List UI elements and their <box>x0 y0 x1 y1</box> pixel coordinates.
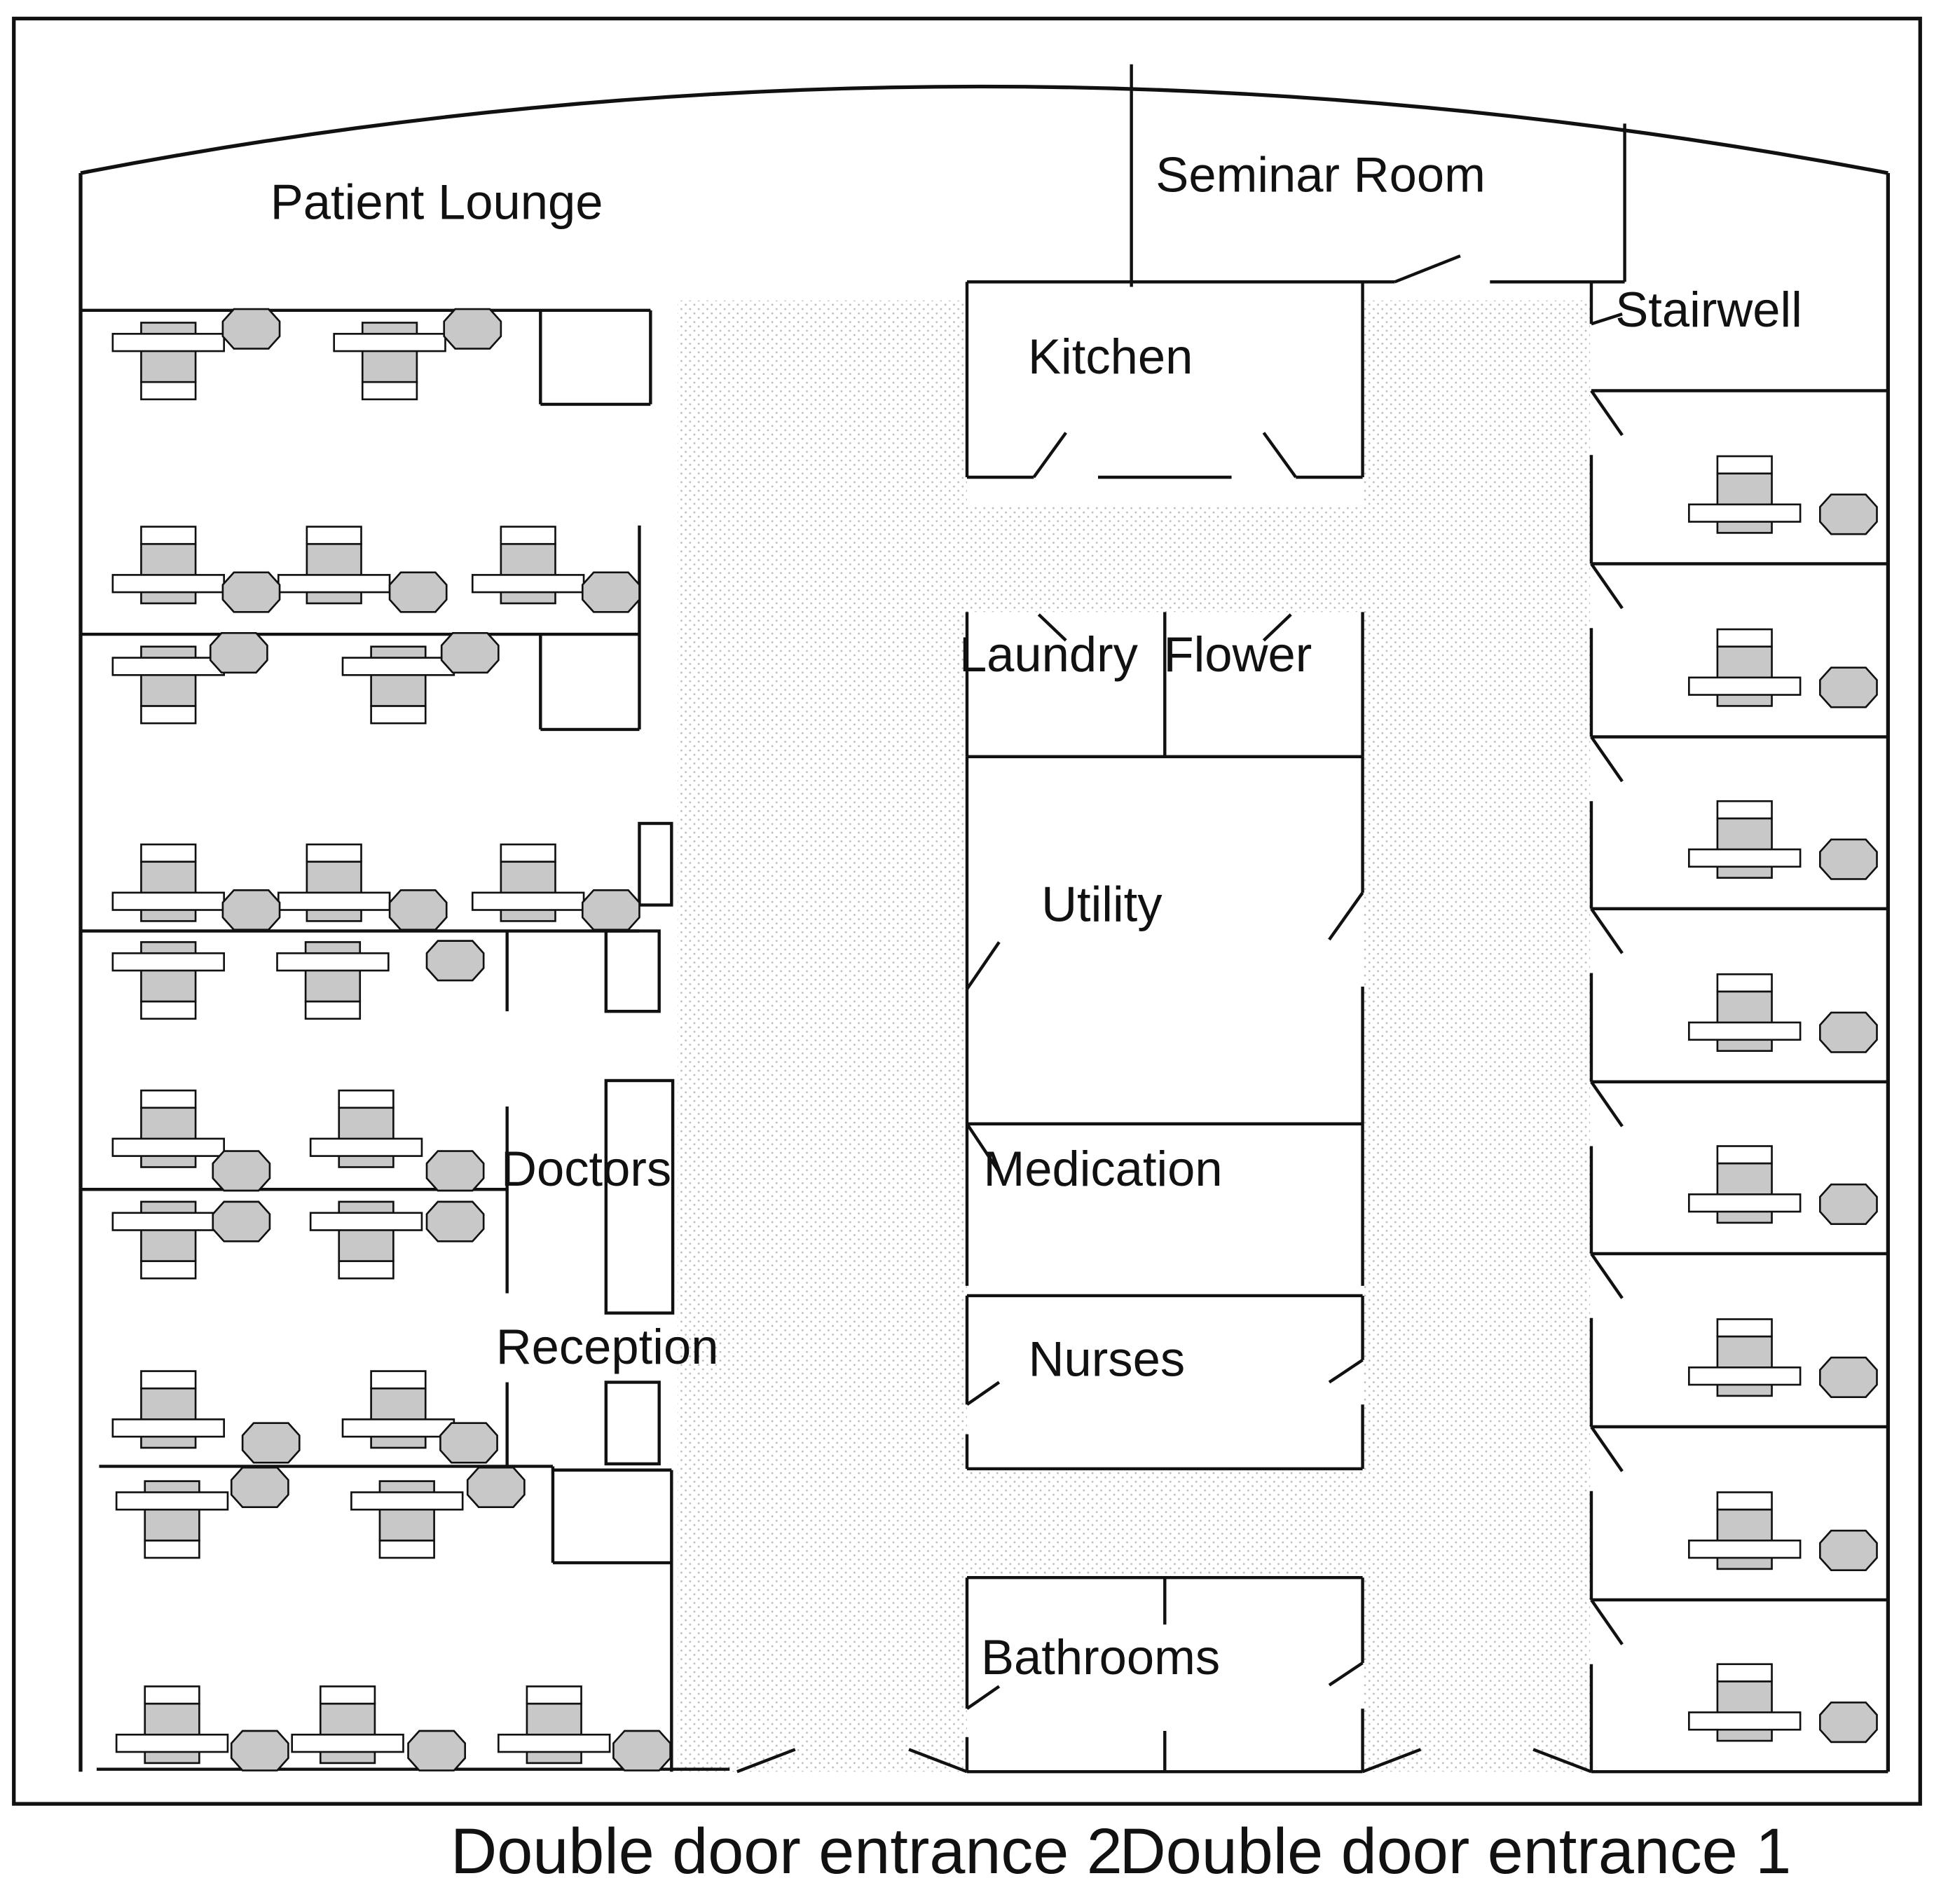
chair <box>1819 1011 1878 1053</box>
bed <box>1688 800 1802 879</box>
kitchen-room <box>965 282 1364 479</box>
chair <box>1819 493 1878 535</box>
chair <box>1819 1529 1878 1571</box>
bed <box>1688 1318 1802 1397</box>
bed <box>111 941 225 1020</box>
chair <box>440 631 500 674</box>
chair <box>425 1200 485 1242</box>
bed <box>1688 1145 1802 1224</box>
bed <box>111 1089 225 1168</box>
bed <box>309 1200 423 1280</box>
bed <box>350 1480 464 1559</box>
chairs-right <box>1819 493 1878 1744</box>
label-seminar-room: Seminar Room <box>1155 146 1486 202</box>
label-patient-lounge: Patient Lounge <box>270 174 603 229</box>
bed <box>111 1200 225 1280</box>
chair <box>1819 1183 1878 1225</box>
label-laundry: Laundry <box>959 626 1139 682</box>
bed <box>1688 1491 1802 1570</box>
chair <box>230 1466 289 1508</box>
bed <box>498 1685 611 1765</box>
label-stairwell: Stairwell <box>1615 282 1802 337</box>
chair <box>425 1150 485 1192</box>
chair <box>212 1200 271 1242</box>
chairs-left <box>209 308 671 1772</box>
bed <box>277 843 391 922</box>
chair <box>425 940 485 982</box>
label-doctors: Doctors <box>501 1141 671 1196</box>
bed <box>341 1370 455 1449</box>
left-ward-walls <box>81 308 730 1772</box>
chair <box>209 631 268 674</box>
label-flower: Flower <box>1164 626 1312 682</box>
label-entrance-1: Double door entrance 1 <box>1120 1816 1792 1887</box>
chair <box>581 889 640 931</box>
chair <box>388 571 448 613</box>
bed <box>291 1685 404 1765</box>
bed <box>115 1480 229 1559</box>
label-utility: Utility <box>1041 876 1163 931</box>
bed <box>111 1370 225 1449</box>
bed <box>111 843 225 922</box>
bed <box>341 645 455 725</box>
bed <box>471 526 585 605</box>
bed <box>277 526 391 605</box>
room-labels: Patient Lounge Seminar Room Stairwell Ki… <box>270 146 1802 1684</box>
bed <box>1688 1663 1802 1742</box>
label-entrance-2: Double door entrance 2 <box>451 1816 1123 1887</box>
chair <box>241 1422 301 1464</box>
chair <box>466 1466 526 1508</box>
chair <box>439 1422 498 1464</box>
label-bathrooms: Bathrooms <box>981 1629 1220 1685</box>
nurses-room <box>965 1294 1364 1471</box>
laundry-flower-rooms <box>965 612 1364 758</box>
building-outline <box>78 84 1891 1772</box>
bed <box>1688 455 1802 534</box>
walls-top <box>967 64 1890 392</box>
chair <box>1819 1356 1878 1398</box>
bed <box>115 1685 229 1765</box>
chair <box>230 1730 289 1772</box>
right-ward-walls <box>1589 390 1888 1774</box>
chair <box>1819 1701 1878 1744</box>
chair <box>443 308 502 350</box>
patient-beds-right <box>1688 455 1802 1742</box>
chair <box>221 308 281 350</box>
chair <box>612 1730 671 1772</box>
bathrooms-room <box>965 1576 1364 1774</box>
label-kitchen: Kitchen <box>1028 329 1193 384</box>
bed <box>111 526 225 605</box>
chair <box>407 1730 467 1772</box>
chair <box>221 571 281 613</box>
outer-frame <box>12 16 1922 1806</box>
bed <box>276 941 390 1020</box>
chair <box>1819 666 1878 708</box>
label-medication: Medication <box>983 1141 1222 1196</box>
label-reception: Reception <box>496 1319 719 1374</box>
patient-beds-left <box>111 322 611 1765</box>
utility-medication-rooms <box>965 756 1364 1286</box>
bed <box>111 645 225 725</box>
chair <box>581 571 640 613</box>
bed <box>309 1089 423 1168</box>
bed <box>1688 973 1802 1052</box>
chair <box>221 889 281 931</box>
corridor <box>678 300 1591 1772</box>
bed <box>333 322 446 401</box>
chair <box>212 1150 271 1192</box>
chair <box>1819 838 1878 880</box>
chair <box>388 889 448 931</box>
entrance-captions: Double door entrance 2 Double door entra… <box>451 1816 1791 1887</box>
bed <box>111 322 225 401</box>
label-nurses: Nurses <box>1029 1331 1186 1387</box>
entrance-doors <box>736 1748 1592 1774</box>
bed <box>471 843 585 922</box>
bed <box>1688 628 1802 707</box>
